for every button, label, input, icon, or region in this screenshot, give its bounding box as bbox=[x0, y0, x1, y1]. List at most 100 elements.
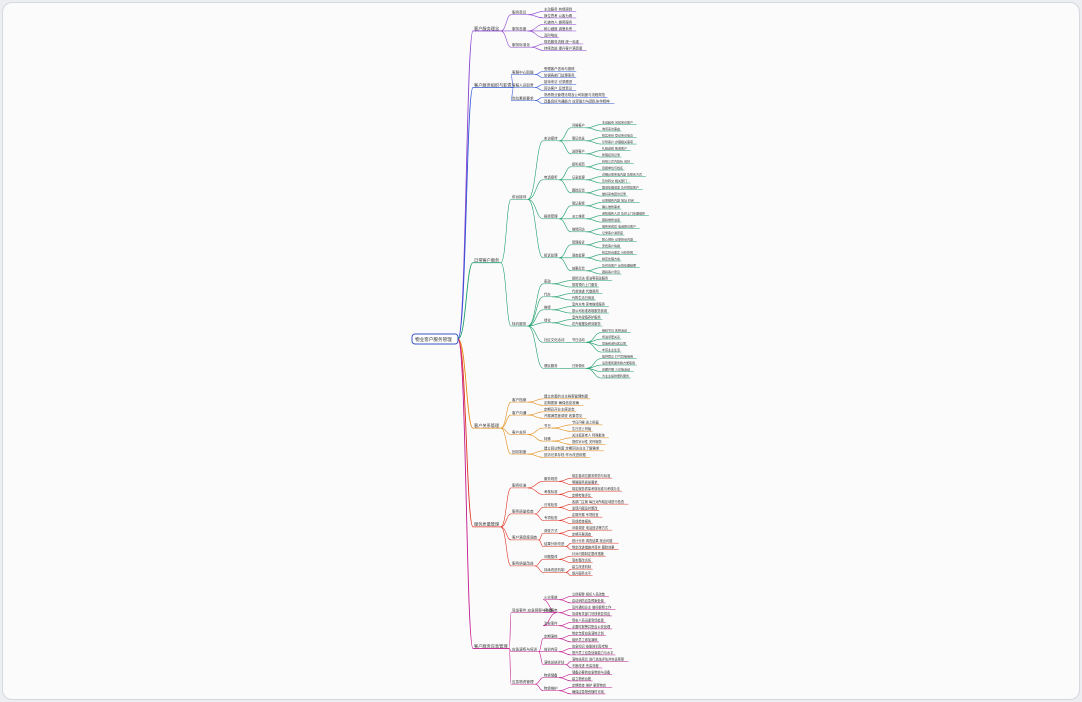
branch-node[interactable]: 客户服务理念 bbox=[474, 25, 500, 32]
leaf-node[interactable]: 制定年度应急演练计划 bbox=[572, 630, 604, 635]
leaf-node[interactable]: 必要时报警并配合公安处理 bbox=[572, 624, 611, 629]
leaf-node[interactable]: 建立物资台账 bbox=[572, 676, 592, 681]
leaf-node[interactable]: 维修完成后 电话回访客户 bbox=[602, 223, 636, 228]
leaf-node[interactable]: 统计分析 调查结果 找出问题 bbox=[572, 538, 613, 543]
topic-node[interactable]: 服务质量改进 bbox=[512, 561, 534, 566]
topic-node[interactable]: 结果分析改进 bbox=[544, 541, 565, 546]
leaf-node[interactable]: 代购生活日用品 bbox=[572, 295, 594, 300]
topic-node[interactable]: 派工维修 bbox=[572, 214, 586, 219]
topic-node[interactable]: 停水停电 bbox=[544, 608, 558, 613]
leaf-node[interactable]: 规范服务流程 统一标准 bbox=[544, 39, 580, 44]
topic-node[interactable]: 治安事件 bbox=[544, 621, 558, 626]
leaf-node[interactable]: 持续改进 提升客户满意度 bbox=[544, 45, 583, 50]
topic-node[interactable]: 家政 bbox=[544, 279, 551, 284]
leaf-node[interactable]: 受理客户咨询与报修 bbox=[544, 66, 575, 71]
topic-node[interactable]: 来访接待 bbox=[544, 136, 558, 141]
leaf-node[interactable]: 制定改进措施并落实 跟踪效果 bbox=[572, 544, 615, 549]
leaf-node[interactable]: 主动起身 问候来访客户 bbox=[602, 119, 633, 124]
leaf-node[interactable]: 定期开展 义诊等活动 bbox=[602, 366, 630, 371]
leaf-node[interactable]: 各部门主管 每日对所辖区域进行检查 bbox=[572, 499, 625, 504]
leaf-node[interactable]: 保安人员迅速到场处置 bbox=[572, 617, 604, 622]
topic-node[interactable]: 客服人员职责 bbox=[512, 82, 534, 87]
leaf-node[interactable]: 储备必要的应急物资与设备 bbox=[572, 669, 611, 674]
topic-node[interactable]: 维修 bbox=[544, 305, 551, 310]
leaf-node[interactable]: 按需预约上门服务 bbox=[572, 282, 598, 287]
leaf-node[interactable]: 增进邻里关系 bbox=[602, 334, 620, 339]
topic-node[interactable]: 登记信息 bbox=[572, 136, 585, 141]
root-node[interactable]: 物业客户服务管理 bbox=[415, 336, 452, 343]
leaf-node[interactable]: 定期开展 专项检查 bbox=[572, 512, 599, 517]
topic-node[interactable]: 物资储备 bbox=[544, 673, 558, 678]
leaf-node[interactable]: 提供针对性 关怀服务 bbox=[572, 439, 603, 444]
topic-node[interactable]: 服务质量检查 bbox=[512, 509, 534, 514]
topic-node[interactable]: 节日活动 bbox=[572, 337, 585, 342]
topic-node[interactable]: 特殊 bbox=[544, 436, 551, 441]
leaf-node[interactable]: 不断改进 完善流程 bbox=[572, 663, 599, 668]
topic-node[interactable]: 培训内容 bbox=[544, 647, 558, 652]
leaf-node[interactable]: 换位思考 以客为尊 bbox=[544, 13, 573, 18]
leaf-node[interactable]: 协调各部门处理事务 bbox=[544, 73, 575, 78]
topic-node[interactable]: 应急演练与培训 bbox=[512, 647, 538, 652]
topic-node[interactable]: 服务规范 bbox=[544, 476, 558, 481]
leaf-node[interactable]: 记录客户满意度 bbox=[602, 230, 623, 235]
leaf-node[interactable]: 组织节日 庆祝活动 bbox=[602, 327, 627, 332]
leaf-node[interactable]: 跟踪维修进度 bbox=[602, 217, 620, 222]
leaf-node[interactable]: 具备良好沟通能力 应变能力与团队协作精神 bbox=[544, 99, 610, 104]
leaf-node[interactable]: 及时转交 相关部门 bbox=[602, 178, 627, 183]
leaf-node[interactable]: 定期考核评比 bbox=[572, 492, 591, 497]
topic-node[interactable]: 日常检查 bbox=[544, 502, 558, 507]
branch-node[interactable]: 客户关系管理 bbox=[474, 422, 500, 429]
leaf-node[interactable]: 制定处理方案 bbox=[602, 256, 620, 261]
topic-node[interactable]: 受理投诉 bbox=[572, 240, 586, 245]
leaf-node[interactable]: 应急知识 技能培训及考核 bbox=[572, 643, 609, 648]
leaf-node[interactable]: 整理接待记录 bbox=[602, 152, 620, 157]
topic-node[interactable]: 绿化 bbox=[544, 318, 551, 323]
leaf-node[interactable]: 开展满意度调查 收集意见 bbox=[544, 413, 583, 418]
leaf-node[interactable]: 花卉租摆及修剪服务 bbox=[572, 321, 601, 326]
leaf-node[interactable]: 关注孤寡老人 特殊群体 bbox=[572, 433, 606, 438]
topic-node[interactable]: 维修回访 bbox=[572, 227, 586, 232]
leaf-node[interactable]: 室内外绿植养护服务 bbox=[572, 314, 601, 319]
topic-node[interactable]: 投诉处理 bbox=[544, 253, 558, 258]
topic-node[interactable]: 记录处理 bbox=[572, 175, 586, 180]
topic-node[interactable]: 演练总结评估 bbox=[544, 660, 565, 665]
leaf-node[interactable]: 室内水电 家电维修服务 bbox=[572, 301, 606, 306]
leaf-node[interactable]: 演练结束后 进行总结评估并完善预案 bbox=[572, 656, 625, 661]
topic-node[interactable]: 持续改进机制 bbox=[544, 567, 565, 572]
leaf-node[interactable]: 提供雨伞 打气筒等借用 bbox=[602, 353, 633, 358]
leaf-node[interactable]: 代收快递 代缴费用 bbox=[572, 288, 599, 293]
leaf-node[interactable]: 定期召开业主座谈会 bbox=[544, 407, 575, 412]
topic-node[interactable]: 服务标准化 bbox=[512, 42, 530, 47]
topic-node[interactable]: 物资维护 bbox=[544, 686, 558, 691]
leaf-node[interactable]: 按公司标准收取服务费用 bbox=[572, 308, 607, 313]
leaf-node[interactable]: 详细记录来电内容 及联系方式 bbox=[602, 171, 642, 176]
topic-node[interactable]: 送别客户 bbox=[572, 149, 585, 154]
topic-node[interactable]: 岗位素质要求 bbox=[512, 95, 534, 100]
topic-node[interactable]: 客户档案 bbox=[512, 397, 527, 402]
leaf-node[interactable]: 提升员工应急处置能力与水平 bbox=[572, 650, 614, 655]
topic-node[interactable]: 接听规范 bbox=[572, 162, 586, 167]
leaf-node[interactable]: 及时通知业主 做好解释工作 bbox=[572, 604, 612, 609]
leaf-node[interactable]: 做好来电回访记录 bbox=[602, 191, 626, 196]
leaf-node[interactable]: 回访记录存档 作为改进依据 bbox=[544, 452, 586, 457]
leaf-node[interactable]: 丰富业主生活 bbox=[602, 347, 620, 352]
branch-node[interactable]: 服务质量管理 bbox=[474, 521, 500, 528]
leaf-node[interactable]: 跟踪客户意见 bbox=[602, 269, 620, 274]
leaf-node[interactable]: 耐心细致 诚恳负责 bbox=[544, 26, 573, 31]
topic-node[interactable]: 特约服务 bbox=[512, 321, 527, 326]
leaf-node[interactable]: 询问来访事由 bbox=[602, 126, 620, 131]
leaf-node[interactable]: 落实整改责任 bbox=[572, 557, 592, 562]
leaf-node[interactable]: 耐心倾听 记录投诉内容 bbox=[602, 236, 633, 241]
topic-node[interactable]: 节日 bbox=[544, 423, 551, 428]
leaf-node[interactable]: 问卷调查 电话回访等方式 bbox=[572, 525, 609, 530]
leaf-node[interactable]: 自报单位与姓名 bbox=[602, 165, 623, 170]
topic-node[interactable]: 回访制度 bbox=[512, 449, 527, 454]
topic-node[interactable]: 服务意识 bbox=[512, 10, 527, 15]
leaf-node[interactable]: 安抚客户情绪 bbox=[602, 243, 620, 248]
leaf-node[interactable]: 为业主提供便利服务 bbox=[602, 373, 629, 378]
leaf-node[interactable]: 生日送上祝福 bbox=[572, 426, 591, 431]
leaf-node[interactable]: 立即报警 组织人员疏散 bbox=[572, 591, 606, 596]
leaf-node[interactable]: 引导客户 办理相关事项 bbox=[602, 139, 633, 144]
leaf-node[interactable]: 设置便民服务箱方便取用 bbox=[602, 360, 635, 365]
topic-node[interactable]: 调查方式 bbox=[544, 528, 558, 533]
